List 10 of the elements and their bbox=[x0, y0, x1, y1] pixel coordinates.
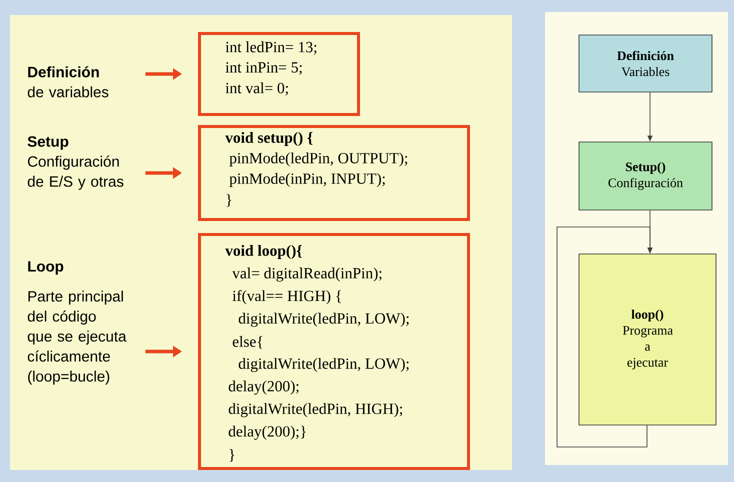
process-box: loop() Programa a ejecutar bbox=[578, 254, 716, 426]
process-box: Setup() Configuración bbox=[578, 142, 712, 210]
loop-arrow bbox=[556, 226, 653, 448]
code-box: void setup() { pinMode(ledPin, OUTPUT); pinMode(inPin, INPUT); } bbox=[198, 125, 470, 221]
section-label: Loop Parte principal del código que se ejecuta cíclicamente (loop=bucle) bbox=[28, 261, 126, 385]
process-box: Definición Variables bbox=[578, 34, 712, 92]
section-label: Setup Configuración de E/S y otras bbox=[28, 136, 124, 190]
code-box: int ledPin= 13; int inPin= 5; int val= 0; bbox=[198, 32, 360, 116]
code-box: void loop(){ val= digitalRead(inPin); if(val== HIGH) { digitalWrite(ledPin, LOW); else{ digitalWrite(ledPin, LOW); delay(200); digitalWrite(ledPin, HIGH); delay(200);} } bbox=[198, 233, 470, 470]
section-label: Definición de variables bbox=[28, 66, 108, 98]
